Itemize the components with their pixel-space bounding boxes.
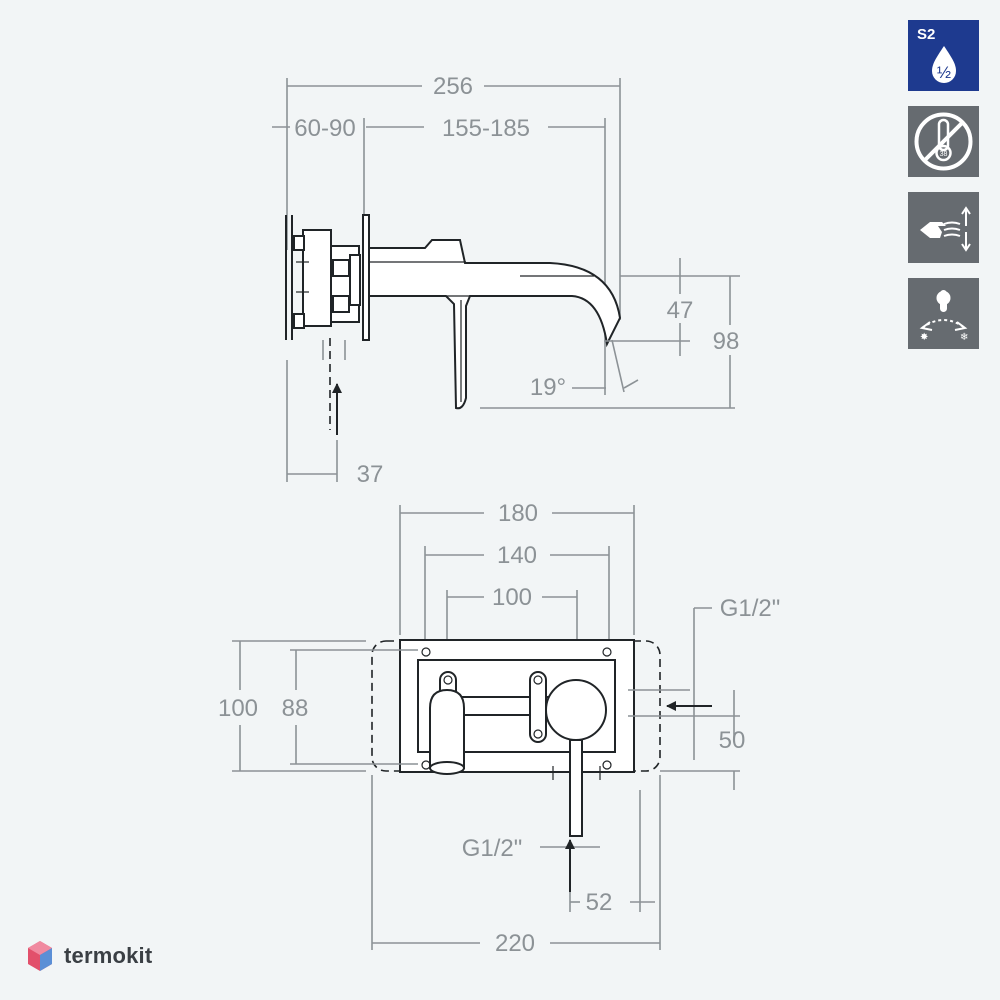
dim-plate-width: 180 [399,500,635,635]
dim-bottom-offset-text: 52 [586,889,613,916]
svg-text:38: 38 [940,151,948,158]
water-saving-drop-icon: S2 ½ [908,20,979,91]
brand-name: termokit [64,943,153,968]
front-view: 180 140 100 [218,500,780,957]
brand-logo: termokit [26,938,152,974]
dim-center-distance: 100 [446,584,578,680]
dim-inlet-offset-text: 37 [357,461,384,488]
thread-bottom-text: G1/2" [462,835,523,862]
dim-reach-text: 155-185 [442,115,530,142]
dim-inlet-offset: 37 [286,360,384,488]
dim-depth-reach: 60-90 155-185 [272,115,606,395]
svg-text:❄: ❄ [960,332,968,343]
s2-label: S2 [917,26,936,43]
brand-cube-icon [28,941,52,971]
dim-plate-width-text: 180 [498,500,538,527]
dim-plate-heights: 100 88 [218,640,418,772]
lever-handle [569,739,583,837]
dim-angle-text: 19° [530,374,566,401]
mounting-body [285,214,622,435]
hand-flow-icon [908,192,979,263]
dim-inner-width-text: 140 [497,542,537,569]
dim-outlet-height-text: 47 [667,297,694,324]
s2-fraction: ½ [937,63,951,82]
no-thermostat-icon: 38 [908,106,979,177]
side-view: 256 60-90 155-185 [272,73,740,488]
svg-text:✸: ✸ [920,332,928,343]
dim-outlet-offset-text: 50 [719,727,746,754]
dim-overall-length: 256 [286,73,621,320]
thread-right-text: G1/2" [720,595,781,622]
hot-cold-lever-icon: ✸ ❄ [908,278,979,349]
lever-hub [545,679,607,741]
dim-total-height-text: 98 [713,328,740,355]
dim-plate-height-text: 100 [218,695,258,722]
dim-angle: 19° [530,339,639,401]
dim-inner-width: 140 [424,542,610,650]
dim-center-distance-text: 100 [492,584,532,611]
dim-box-width-text: 220 [495,930,535,957]
dim-inner-height-text: 88 [282,695,309,722]
dim-depth-text: 60-90 [294,115,355,142]
dim-heights: 47 98 [480,258,740,409]
dim-overall-text: 256 [433,73,473,100]
spout-front [429,688,465,769]
feature-icons: S2 ½ 38 ✸ ❄ [908,20,979,364]
